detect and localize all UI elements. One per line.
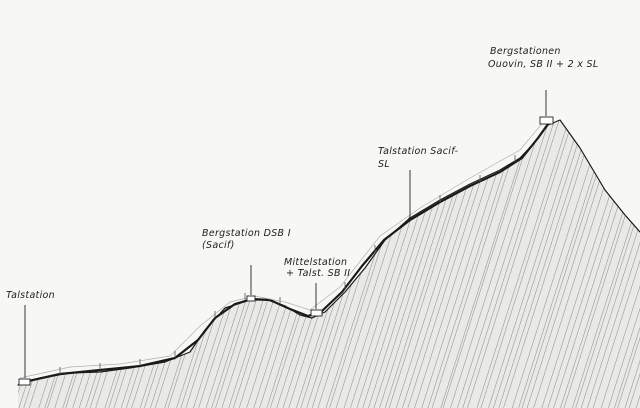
leader-lines — [24, 90, 547, 378]
hatch-stroke — [54, 120, 151, 408]
hatch-stroke — [47, 120, 143, 408]
hatch-stroke — [18, 120, 31, 408]
hatch-stroke — [0, 110, 17, 408]
label-middle-station: Mittelstation + Talst. SB II — [284, 257, 351, 279]
hatch-stroke — [600, 120, 640, 408]
hatch-stroke — [614, 120, 640, 408]
station-marker-dsb-top — [246, 295, 256, 302]
hatch-stroke — [462, 120, 559, 408]
label-valley-station: Talstation — [6, 290, 55, 301]
hatch-stroke — [18, 120, 97, 408]
label-summit-stations: Bergstationen Ouovin, SB II + 2 x SL — [488, 46, 598, 70]
station-marker-sacif-sl — [408, 217, 412, 221]
hatch-stroke — [580, 120, 640, 408]
hatch-stroke — [608, 120, 640, 408]
hatch-stroke — [38, 120, 135, 408]
hatch-stroke — [0, 110, 10, 408]
hatch-stroke — [18, 120, 77, 408]
hatch-stroke — [617, 120, 640, 408]
hatch-stroke — [28, 120, 125, 408]
hatch-stroke — [480, 120, 577, 408]
hatch-stroke — [457, 120, 553, 408]
hatch-stroke — [18, 120, 44, 408]
hatch-stroke — [18, 120, 25, 408]
upper-guide-line — [19, 119, 546, 379]
hatch-stroke — [0, 110, 6, 408]
hatch-stroke — [18, 120, 85, 408]
hatch-stroke — [575, 120, 640, 408]
hatch-stroke — [23, 120, 119, 408]
hatch-stroke — [450, 120, 546, 408]
station-marker-valley — [18, 378, 31, 386]
hatch-stroke — [18, 120, 109, 408]
label-sacif-sl-station: Talstation Sacif- SL — [378, 146, 462, 170]
hatch-stroke — [18, 120, 54, 408]
hatch-stroke — [62, 120, 159, 408]
hatch-stroke — [503, 120, 599, 408]
hatch-stroke — [467, 120, 563, 408]
hatch-stroke — [18, 120, 90, 408]
hatch-stroke — [18, 120, 68, 408]
hatch-stroke — [18, 120, 73, 408]
hatch-stroke — [572, 120, 640, 408]
hatch-stroke — [592, 120, 640, 408]
hatch-stroke — [476, 120, 573, 408]
mountain-mass — [18, 120, 640, 408]
label-dsb-top-station: Bergstation DSB I (Sacif) — [202, 228, 294, 251]
hatch-stroke — [498, 120, 595, 408]
hatch-stroke — [18, 120, 49, 408]
hatch-stroke — [563, 120, 640, 408]
hatch-stroke — [493, 120, 589, 408]
hatch-stroke — [18, 120, 101, 408]
hatch-stroke — [488, 120, 584, 408]
pylon-ticks — [59, 155, 516, 374]
hatch-stroke — [587, 120, 640, 408]
hatch-stroke — [442, 120, 539, 408]
station-marker-summit — [539, 116, 554, 125]
station-marker-middle — [310, 309, 323, 317]
hatch-stroke — [18, 120, 35, 408]
hatch-stroke — [65, 120, 162, 408]
hatch-stroke — [18, 120, 60, 408]
